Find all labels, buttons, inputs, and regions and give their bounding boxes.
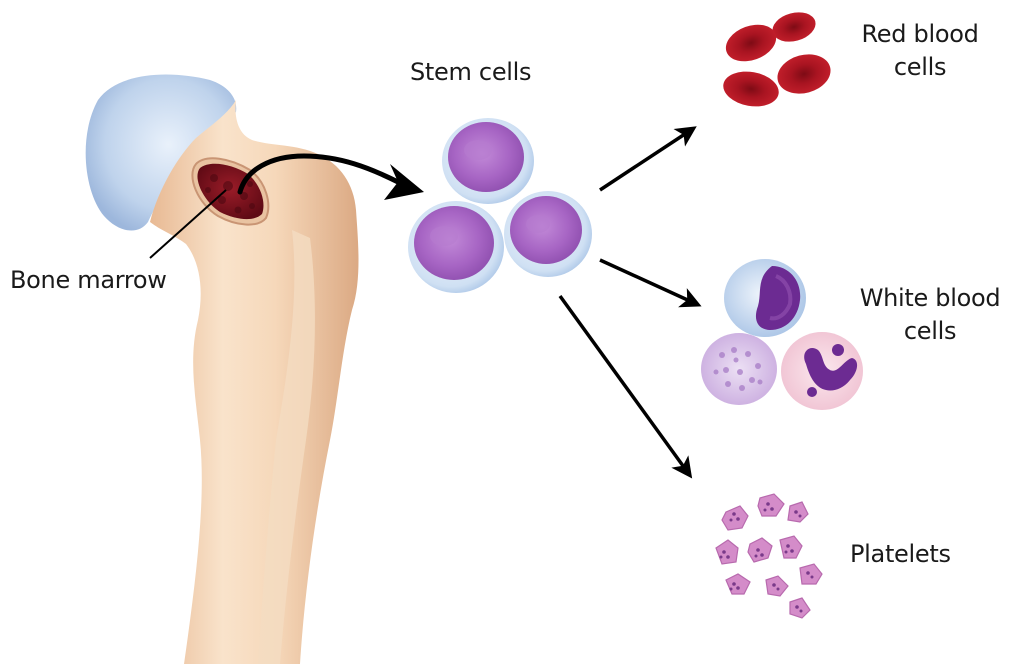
platelet <box>726 574 750 594</box>
white-blood-cells <box>701 259 863 410</box>
bone-marrow-label: Bone marrow <box>10 264 167 297</box>
arrow-to-red-blood-cells <box>600 132 688 190</box>
stem-cells <box>408 118 592 293</box>
femur-bone <box>86 75 359 664</box>
lymphocyte <box>724 259 806 337</box>
red-blood-cells-label: Red blood cells <box>848 18 992 84</box>
red-blood-cell <box>720 67 781 110</box>
platelet <box>748 538 772 562</box>
red-blood-cell <box>773 49 835 100</box>
arrow-marrow-to-stem-head <box>384 164 424 200</box>
platelet <box>788 502 808 522</box>
platelet <box>780 536 802 558</box>
white-blood-cells-label-line: cells <box>848 315 1012 348</box>
platelet <box>758 494 784 516</box>
red-blood-cells <box>720 8 835 111</box>
basophil <box>701 333 777 405</box>
stem-cell <box>442 118 534 204</box>
arrow-to-white-blood-cells <box>600 260 692 302</box>
red-blood-cells-label-line: cells <box>848 51 992 84</box>
platelet <box>766 576 788 596</box>
stem-cell <box>408 201 504 293</box>
red-blood-cell <box>721 18 781 68</box>
stem-cell <box>504 191 592 277</box>
platelets <box>716 494 822 618</box>
arrow-to-platelets <box>560 296 686 470</box>
red-blood-cells-label-line: Red blood <box>848 18 992 51</box>
platelets-label: Platelets <box>850 538 951 571</box>
platelet <box>716 540 738 564</box>
white-blood-cells-label: White blood cells <box>848 282 1012 348</box>
white-blood-cells-label-line: White blood <box>848 282 1012 315</box>
red-blood-cell <box>769 8 819 46</box>
platelet <box>790 598 810 618</box>
platelet <box>722 506 748 530</box>
platelet <box>800 564 822 584</box>
stem-cells-label: Stem cells <box>410 56 531 89</box>
